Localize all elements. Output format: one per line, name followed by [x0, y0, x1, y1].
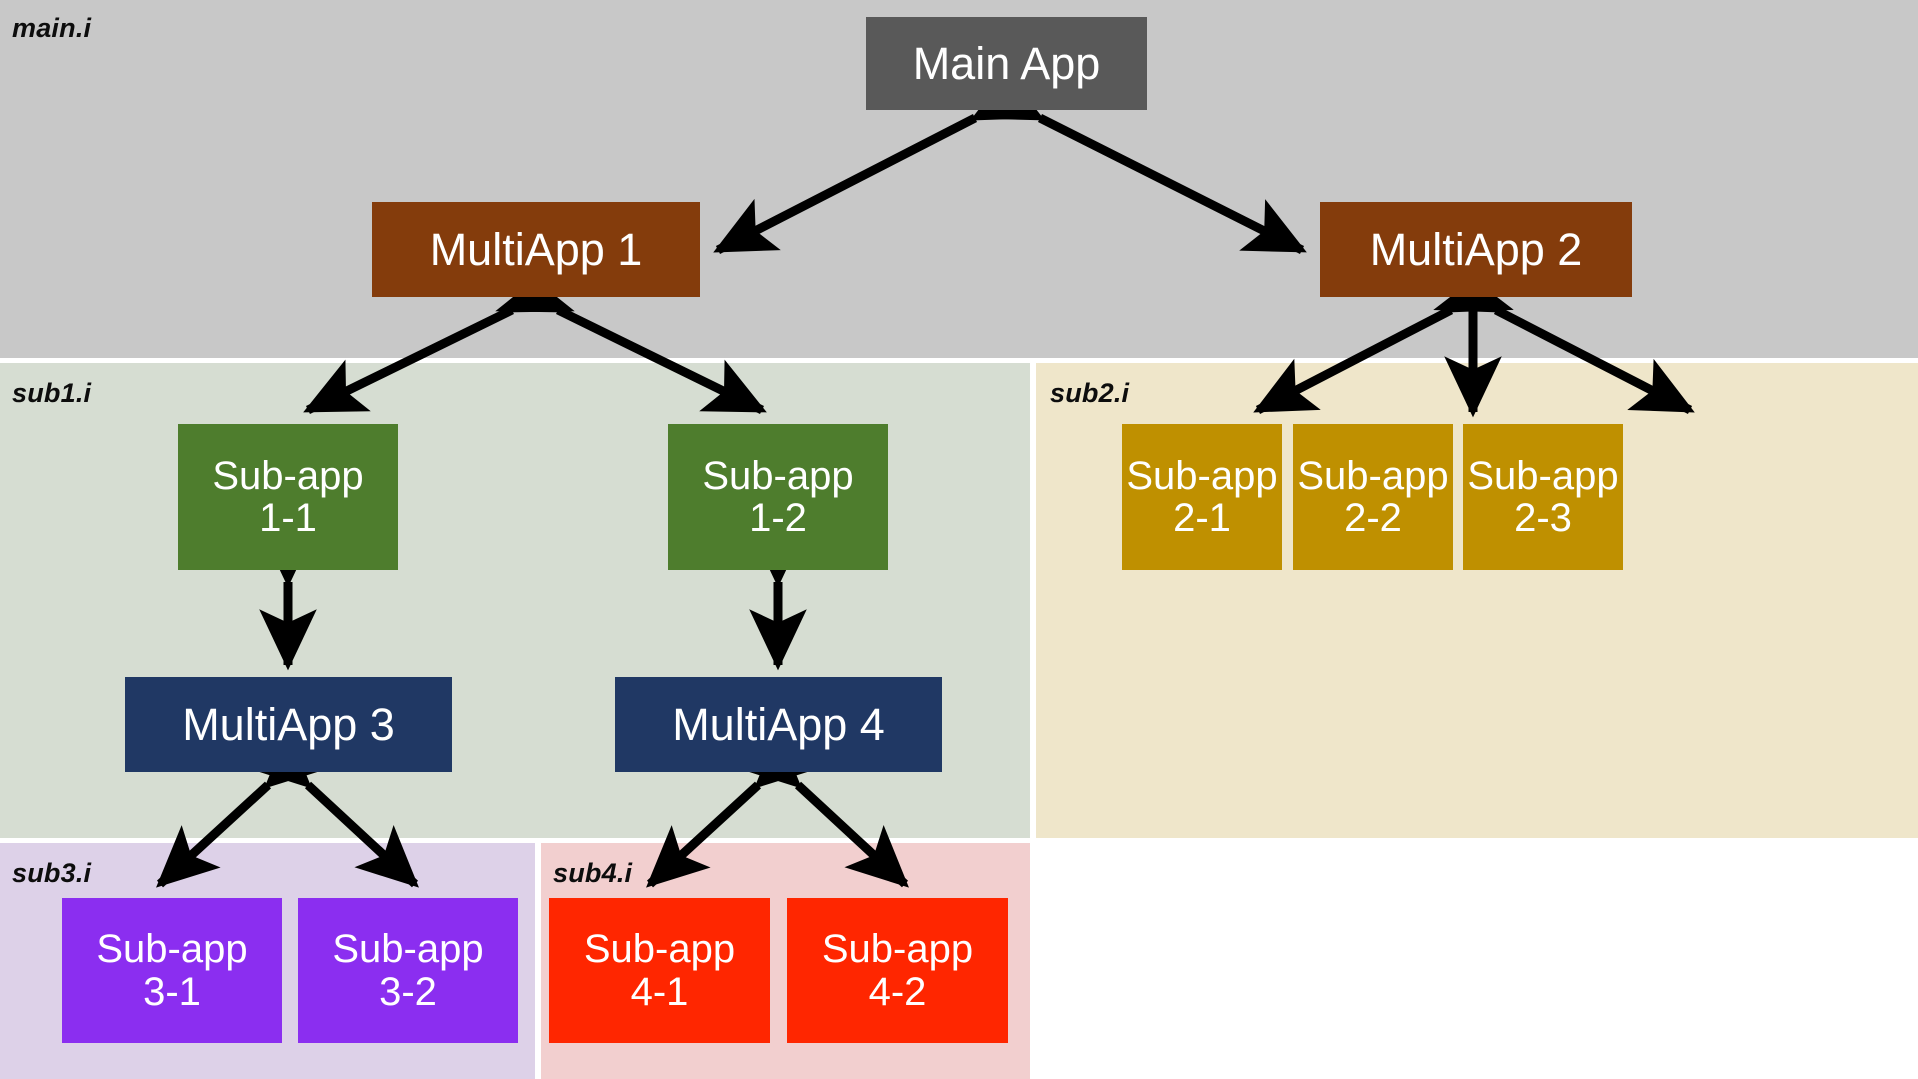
region-label-sub4: sub4.i	[553, 858, 633, 888]
node-sub-app-1-1[interactable]: Sub-app 1-1	[178, 424, 398, 570]
node-sub-app-1-2[interactable]: Sub-app 1-2	[668, 424, 888, 570]
node-sub-app-2-3[interactable]: Sub-app 2-3	[1463, 424, 1623, 570]
node-multiapp-1[interactable]: MultiApp 1	[372, 202, 700, 297]
node-sub-app-2-1[interactable]: Sub-app 2-1	[1122, 424, 1282, 570]
node-sub-app-3-2[interactable]: Sub-app 3-2	[298, 898, 518, 1043]
region-label-sub3: sub3.i	[12, 858, 92, 888]
node-multiapp-4[interactable]: MultiApp 4	[615, 677, 942, 772]
node-main-app[interactable]: Main App	[866, 17, 1147, 110]
node-multiapp-2[interactable]: MultiApp 2	[1320, 202, 1632, 297]
node-sub-app-3-1[interactable]: Sub-app 3-1	[62, 898, 282, 1043]
region-label-sub2: sub2.i	[1050, 378, 1130, 408]
node-sub-app-4-2[interactable]: Sub-app 4-2	[787, 898, 1008, 1043]
region-label-main: main.i	[12, 13, 92, 43]
node-sub-app-2-2[interactable]: Sub-app 2-2	[1293, 424, 1453, 570]
node-multiapp-3[interactable]: MultiApp 3	[125, 677, 452, 772]
node-sub-app-4-1[interactable]: Sub-app 4-1	[549, 898, 770, 1043]
region-label-sub1: sub1.i	[12, 378, 92, 408]
